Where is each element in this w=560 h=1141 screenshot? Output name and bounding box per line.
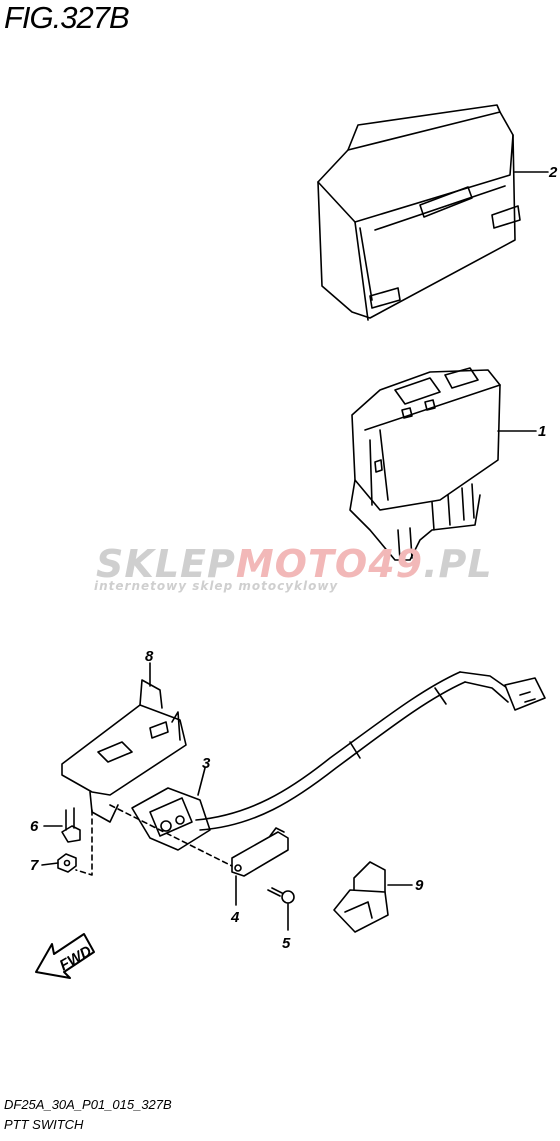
figure-code: DF25A_30A_P01_015_327B bbox=[4, 1097, 172, 1112]
figure-title: FIG.327B bbox=[4, 0, 130, 35]
part-8-bracket bbox=[61, 679, 187, 823]
wire-harness bbox=[195, 671, 546, 831]
watermark-tagline: internetowy sklep motocyklowy bbox=[94, 579, 338, 593]
part-5-screw bbox=[267, 887, 295, 904]
part-6-bolt bbox=[61, 807, 81, 843]
watermark-brand-part2: MOTO bbox=[236, 542, 368, 586]
callout-5: 5 bbox=[282, 935, 291, 952]
part-2-cover bbox=[317, 104, 521, 321]
part-9-clip bbox=[333, 861, 389, 933]
callout-9: 9 bbox=[415, 877, 424, 894]
part-7-nut bbox=[57, 853, 77, 873]
part-3-switch bbox=[131, 787, 211, 851]
leader-3 bbox=[197, 767, 206, 796]
callout-6: 6 bbox=[30, 818, 39, 835]
assembly-line-4 bbox=[109, 804, 233, 867]
callout-2: 2 bbox=[548, 164, 558, 181]
watermark: SKLEPMOTO49.PL internetowy sklep motocyk… bbox=[94, 542, 493, 593]
part-1-module bbox=[349, 367, 501, 561]
part-4-clamp bbox=[231, 827, 289, 877]
watermark-brand-part1: SKLEP bbox=[96, 542, 236, 586]
callout-7: 7 bbox=[30, 857, 39, 874]
watermark-brand-part3: 49 bbox=[367, 542, 423, 586]
callout-3: 3 bbox=[202, 755, 211, 772]
fwd-arrow-icon bbox=[35, 933, 95, 979]
svg-text:SKLEPMOTO49.PL: SKLEPMOTO49.PL bbox=[96, 542, 493, 586]
callout-1: 1 bbox=[538, 423, 546, 440]
callout-8: 8 bbox=[145, 648, 154, 665]
callout-4: 4 bbox=[230, 909, 240, 926]
leader-7 bbox=[41, 862, 59, 866]
assembly-line-6-7 bbox=[75, 809, 93, 876]
figure-name: PTT SWITCH bbox=[4, 1117, 84, 1132]
watermark-brand-part4: .PL bbox=[423, 542, 493, 586]
